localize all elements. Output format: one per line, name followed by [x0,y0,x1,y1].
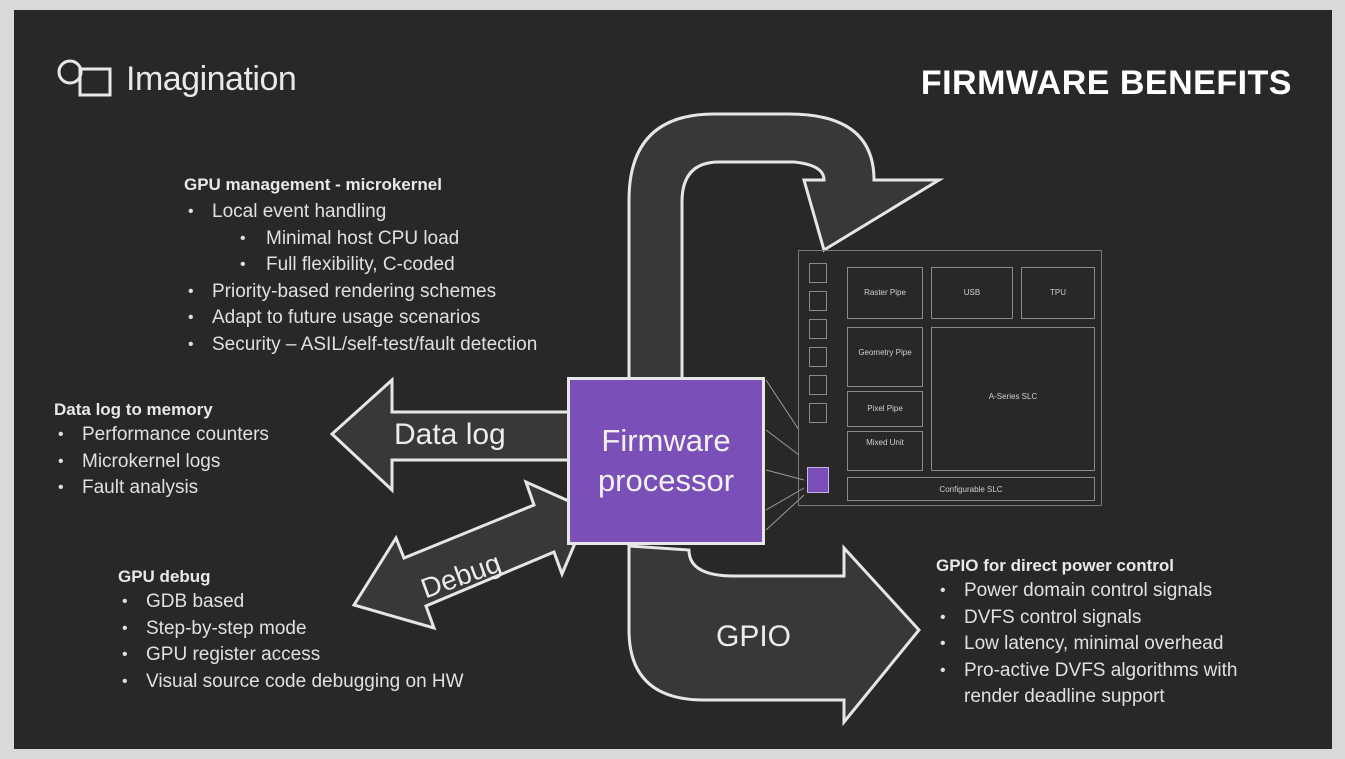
block-mixed-unit: Mixed Unit [847,431,923,471]
list-subitem: Minimal host CPU load [184,226,537,253]
list-item: Power domain control signals [936,578,1316,605]
gpio-list: Power domain control signals DVFS contro… [936,578,1316,711]
logo-text: Imagination [126,60,297,98]
block-column [805,259,839,505]
firmware-processor-line2: processor [597,463,735,498]
list-item: Pro-active DVFS algorithms with render d… [936,658,1284,711]
logo-mark-icon [57,59,112,97]
data-log-arrow-shape [329,376,576,494]
data-log-heading: Data log to memory [54,400,213,419]
list-item: Fault analysis [54,475,269,502]
gpio-arrow-shape [627,544,921,727]
data-log-section: Data log to memory Performance counters … [54,400,269,502]
list-item: Low latency, minimal overhead [936,631,1316,658]
gpio-heading: GPIO for direct power control [936,556,1175,575]
gpu-management-heading: GPU management - microkernel [184,175,442,194]
gpu-management-list: Local event handling Minimal host CPU lo… [184,199,537,358]
gpu-management-section: GPU management - microkernel Local event… [184,175,537,358]
gpio-section: GPIO for direct power control Power doma… [936,556,1316,711]
block-tpu: TPU [1021,267,1095,319]
data-log-arrow-label: Data log [394,418,506,451]
gpu-debug-heading: GPU debug [118,567,211,586]
gpio-arrow-label: GPIO [716,620,791,653]
connector-lines [765,379,805,531]
list-item: Adapt to future usage scenarios [184,305,537,332]
list-item: Performance counters [54,422,269,449]
list-item: Microkernel logs [54,449,269,476]
slide: Imagination FIRMWARE BENEFITS Data log D… [14,10,1332,749]
data-log-list: Performance counters Microkernel logs Fa… [54,422,269,502]
firmware-processor-line1: Firmware [601,423,731,458]
list-item: DVFS control signals [936,605,1316,632]
block-geometry-pipe: Geometry Pipe [847,327,923,387]
block-configurable-slc: Configurable SLC [847,477,1095,501]
list-subitem: Full flexibility, C-coded [184,252,537,279]
imagination-logo: Imagination [56,56,356,102]
list-item: GDB based [118,589,464,616]
gpu-block-diagram: Raster Pipe USB TPU Geometry Pipe Pixel … [798,250,1102,506]
list-item: Local event handling [184,199,537,226]
top-loop-arrow-shape [627,112,945,382]
list-item: Visual source code debugging on HW [118,669,464,696]
slide-title: FIRMWARE BENEFITS [920,64,1292,102]
firmware-block-highlight [807,467,829,493]
block-usb: USB [931,267,1013,319]
list-item: Step-by-step mode [118,616,464,643]
firmware-processor-box: Firmware processor [567,377,765,545]
block-raster-pipe: Raster Pipe [847,267,923,319]
gpu-debug-list: GDB based Step-by-step mode GPU register… [118,589,464,695]
gpu-debug-section: GPU debug GDB based Step-by-step mode GP… [118,567,464,695]
list-item: GPU register access [118,642,464,669]
block-a-series-slc: A-Series SLC [931,327,1095,471]
list-item: Priority-based rendering schemes [184,279,537,306]
block-pixel-pipe: Pixel Pipe [847,391,923,427]
list-item: Security – ASIL/self-test/fault detectio… [184,332,537,359]
